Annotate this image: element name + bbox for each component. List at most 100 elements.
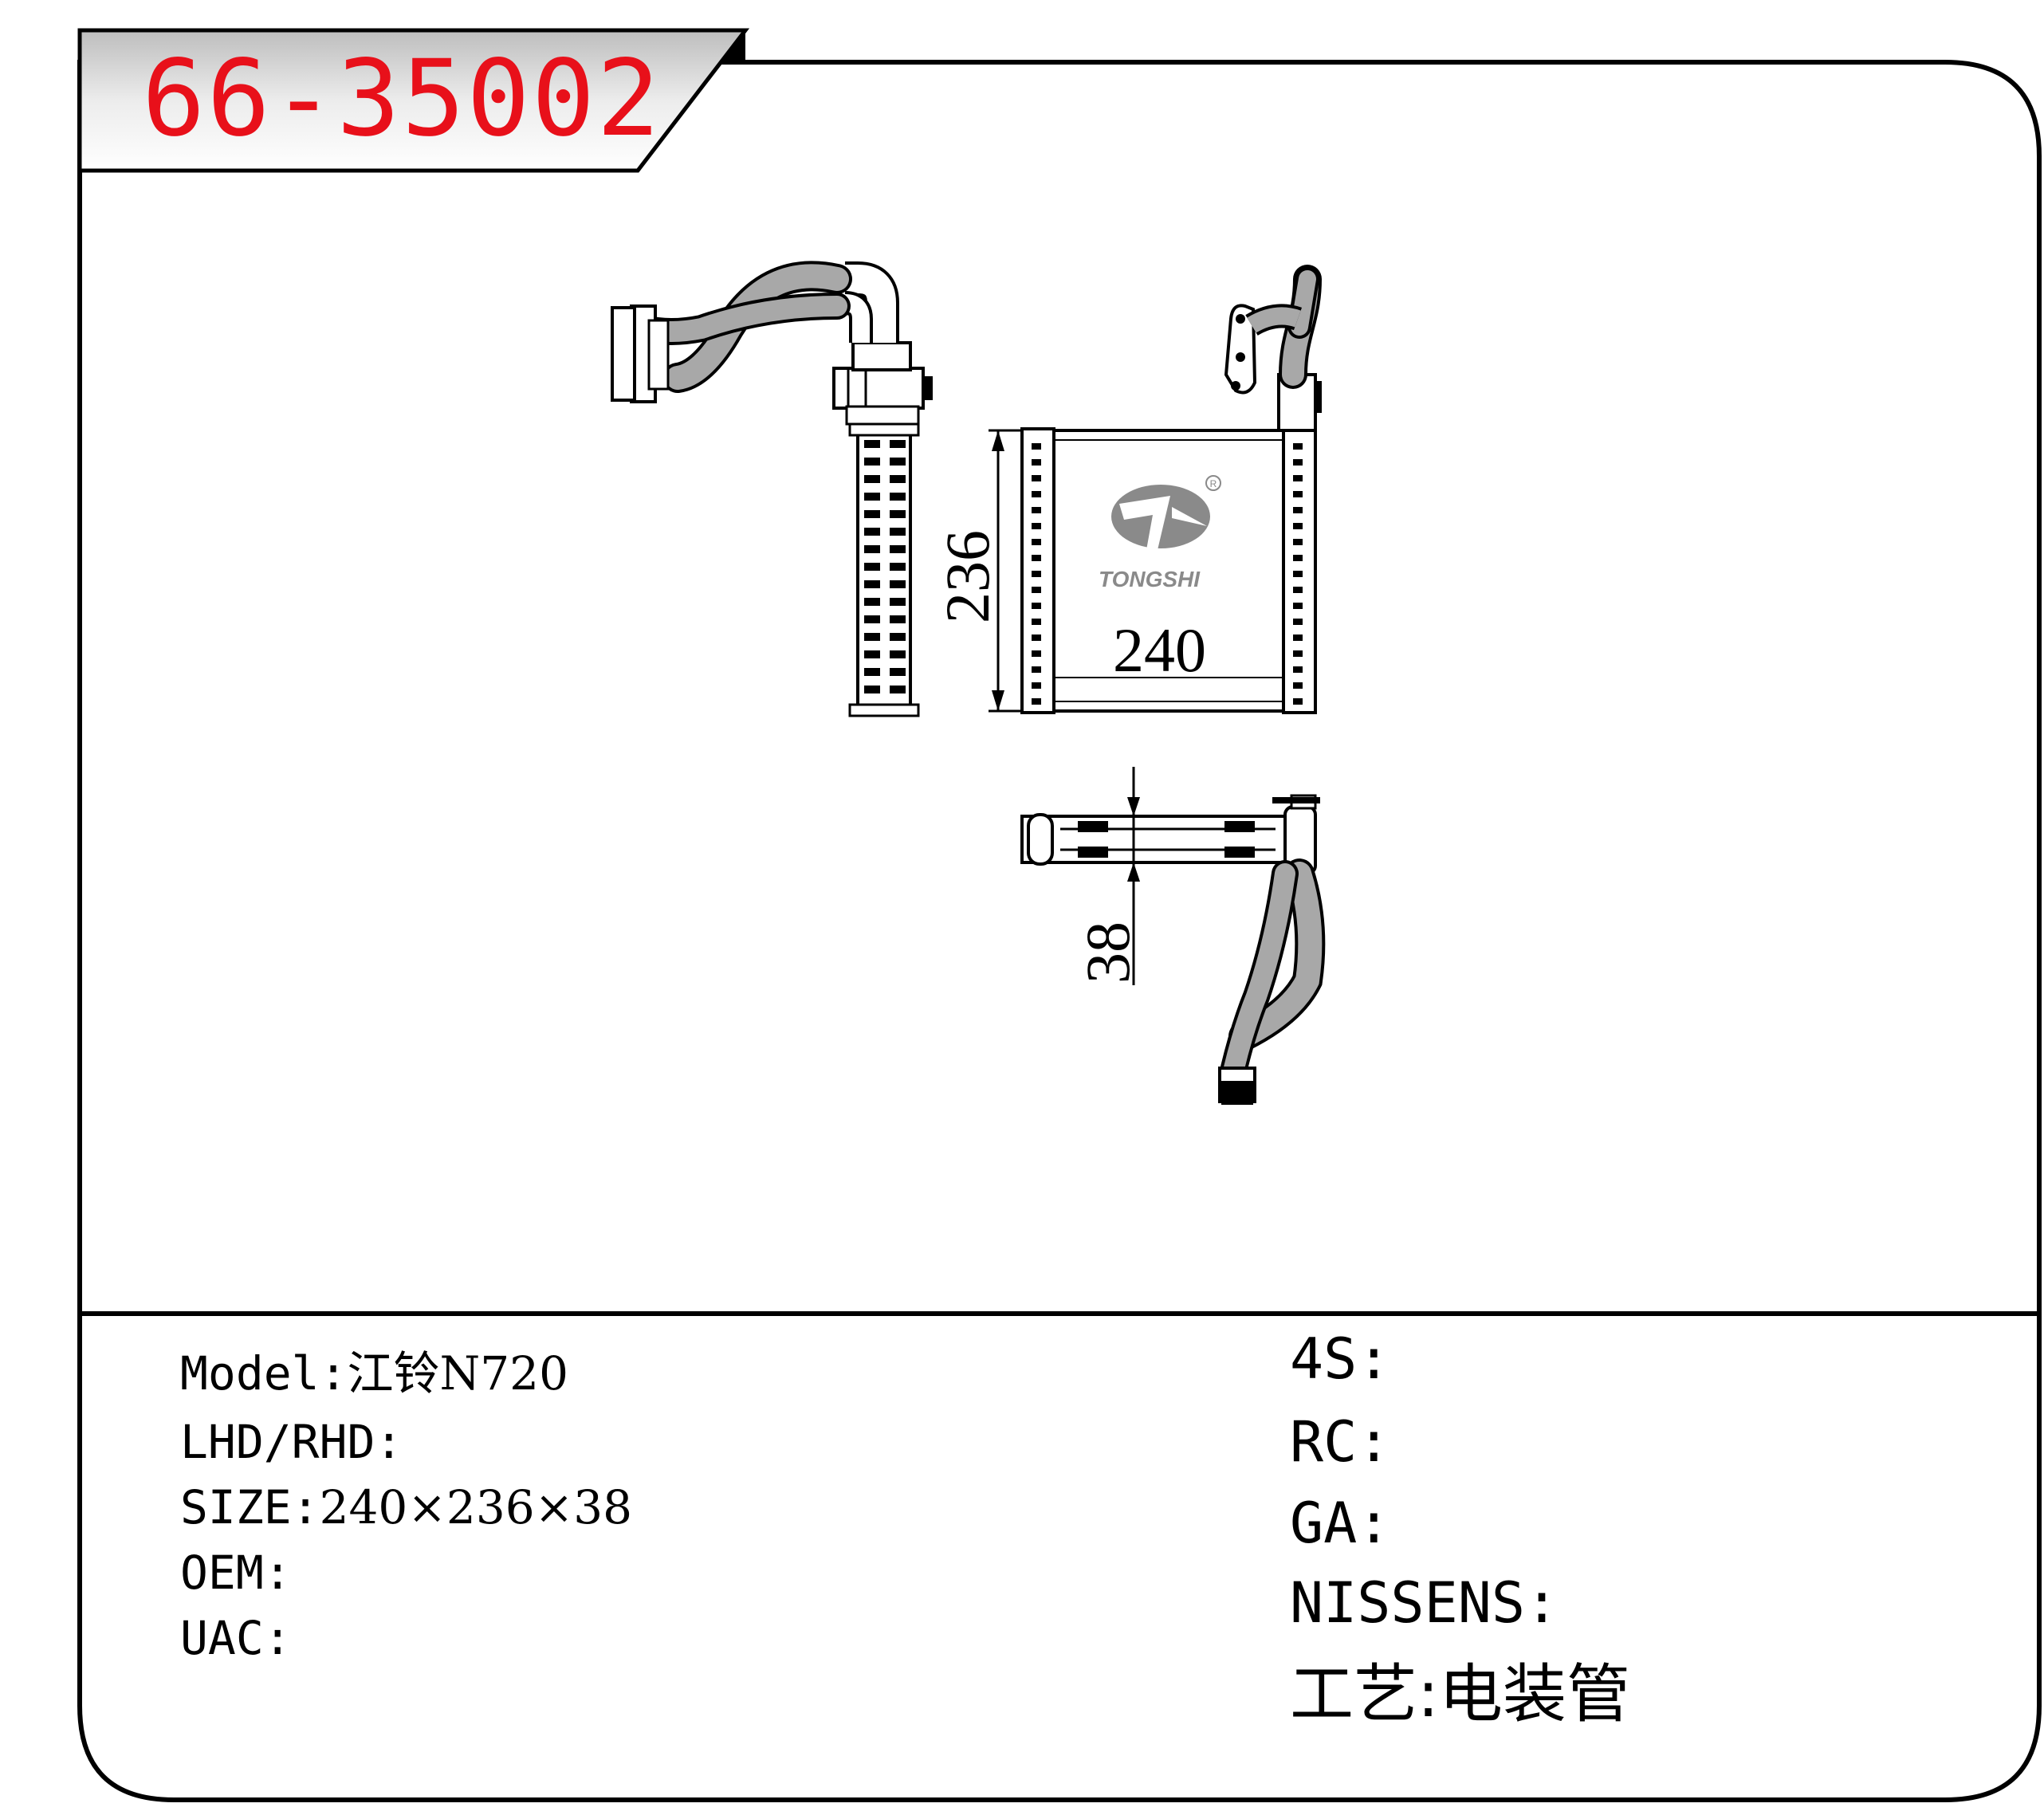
tube-slot bbox=[1032, 555, 1036, 561]
fin-slot bbox=[864, 475, 880, 483]
spec-process-label: 工艺: bbox=[1290, 1657, 1439, 1731]
fin-slot bbox=[864, 545, 880, 553]
fin-slot bbox=[890, 458, 906, 466]
tube-slot bbox=[1032, 539, 1036, 545]
fin-slot bbox=[864, 510, 880, 518]
tube-slot bbox=[1032, 571, 1036, 577]
tube-slot bbox=[1293, 507, 1298, 513]
spec-process: 工艺:电装管 bbox=[1290, 1663, 1630, 1727]
tube-slot bbox=[1293, 491, 1298, 497]
fin-slot bbox=[864, 633, 880, 641]
tube-slot bbox=[1293, 539, 1298, 545]
tube-slot bbox=[1036, 555, 1041, 561]
tube-slot bbox=[1032, 603, 1036, 609]
fin-slot bbox=[890, 633, 906, 641]
tube-slot bbox=[1293, 634, 1298, 641]
tube-slot bbox=[1032, 459, 1036, 466]
tube-slot bbox=[1036, 491, 1041, 497]
tube-slot bbox=[1036, 603, 1041, 609]
tube-slot bbox=[1298, 523, 1303, 529]
tube-slot bbox=[1032, 587, 1036, 593]
tube-slot bbox=[1032, 619, 1036, 625]
spec-uac: UAC: bbox=[180, 1615, 292, 1661]
fin-slot bbox=[890, 580, 906, 588]
tube-slot bbox=[1032, 443, 1036, 450]
tube-slot bbox=[1298, 555, 1303, 561]
part-number: 66-35002 bbox=[142, 37, 662, 160]
tube-slot bbox=[1032, 682, 1036, 689]
heater-core-top-view: 38 bbox=[1020, 767, 1326, 1105]
tube-slot bbox=[1298, 666, 1303, 673]
heater-core-front-view: R TONGSHI 236 240 bbox=[933, 265, 1322, 714]
tube-slot bbox=[1036, 443, 1041, 450]
fin-slot bbox=[890, 650, 906, 658]
tube-slot bbox=[1298, 587, 1303, 593]
tube-slot bbox=[1036, 619, 1041, 625]
tube-slot bbox=[1036, 507, 1041, 513]
tube-slot bbox=[1036, 666, 1041, 673]
tube-slot bbox=[1032, 650, 1036, 657]
tube-slot bbox=[1036, 571, 1041, 577]
svg-text:R: R bbox=[1210, 478, 1217, 489]
tube-slot bbox=[1293, 571, 1298, 577]
fin-slot bbox=[890, 440, 906, 448]
fin-slot bbox=[864, 580, 880, 588]
fin-slot bbox=[890, 686, 906, 693]
tube-slot bbox=[1032, 666, 1036, 673]
svg-text:TONGSHI: TONGSHI bbox=[1099, 567, 1201, 591]
tube-slot bbox=[1298, 650, 1303, 657]
fin-slot bbox=[890, 493, 906, 501]
fin-slot bbox=[890, 563, 906, 571]
tube-slot bbox=[1293, 698, 1298, 705]
tube-slot bbox=[1032, 475, 1036, 481]
fin-slot bbox=[864, 563, 880, 571]
spec-model-label: Model: bbox=[180, 1346, 348, 1401]
spec-nissens: NISSENS: bbox=[1290, 1575, 1559, 1631]
fin-slot bbox=[890, 510, 906, 518]
fin-slot bbox=[864, 493, 880, 501]
tube-slot bbox=[1298, 619, 1303, 625]
fin-slot bbox=[864, 440, 880, 448]
fin-slot bbox=[864, 528, 880, 536]
tube-slot bbox=[1032, 523, 1036, 529]
tube-slot bbox=[1298, 507, 1303, 513]
tube-slot bbox=[1036, 650, 1041, 657]
spec-drive-side: LHD/RHD: bbox=[180, 1419, 403, 1465]
spec-model: Model:江铃N720 bbox=[180, 1350, 568, 1397]
spec-oem-label: OEM: bbox=[180, 1546, 292, 1600]
spec-4s: 4S: bbox=[1290, 1331, 1390, 1387]
fin-slot bbox=[890, 475, 906, 483]
fin-slot bbox=[864, 650, 880, 658]
fin-slot bbox=[864, 615, 880, 623]
tube-slot bbox=[1298, 539, 1303, 545]
tube-slot bbox=[1293, 587, 1298, 593]
tongshi-logo: R TONGSHI bbox=[1099, 475, 1221, 591]
tube-slot bbox=[1293, 443, 1298, 450]
fin-slot bbox=[864, 668, 880, 676]
tube-slot bbox=[1298, 443, 1303, 450]
tube-slot bbox=[1036, 539, 1041, 545]
height-dimension: 236 bbox=[933, 530, 1002, 623]
fin-slot bbox=[890, 528, 906, 536]
tube-slot bbox=[1293, 619, 1298, 625]
fin-slot bbox=[890, 615, 906, 623]
spec-oem: OEM: bbox=[180, 1550, 292, 1596]
tube-slot bbox=[1293, 523, 1298, 529]
fin-slot bbox=[864, 686, 880, 693]
spec-size: SIZE:240×236×38 bbox=[180, 1484, 632, 1530]
spec-ga: GA: bbox=[1290, 1495, 1390, 1551]
tube-slot bbox=[1036, 523, 1041, 529]
spec-ga-label: GA: bbox=[1290, 1491, 1391, 1556]
fin-slot bbox=[864, 598, 880, 606]
spec-4s-label: 4S: bbox=[1290, 1326, 1391, 1392]
tube-slot bbox=[1298, 698, 1303, 705]
tube-slot bbox=[1298, 459, 1303, 466]
tube-slot bbox=[1036, 475, 1041, 481]
fin-slot bbox=[890, 668, 906, 676]
tube-slot bbox=[1298, 491, 1303, 497]
fin-slot bbox=[864, 458, 880, 466]
tube-slot bbox=[1293, 475, 1298, 481]
spec-nissens-label: NISSENS: bbox=[1290, 1570, 1559, 1636]
heater-core-side-view bbox=[611, 261, 933, 717]
